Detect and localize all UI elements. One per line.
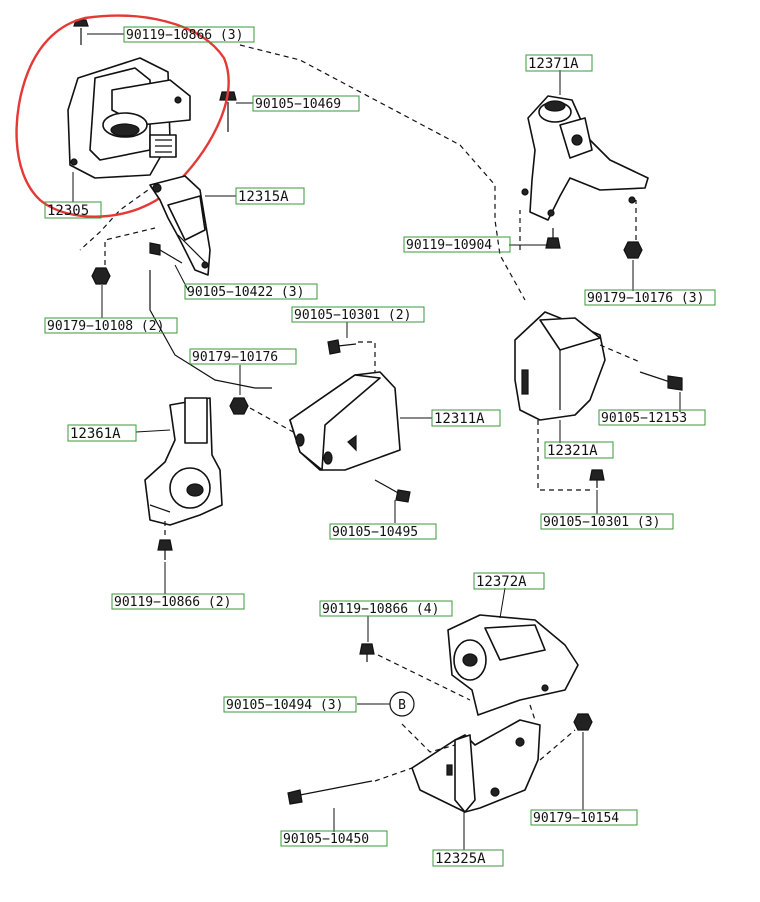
callout-labels: 90119−10866 (3) 90105−10469 12305 12315A… xyxy=(44,26,716,867)
dashed-assembly-lines xyxy=(104,200,641,782)
bracket-12315A xyxy=(149,175,211,276)
callout-90179-10176: 90179−10176 xyxy=(192,350,278,365)
guide-lines xyxy=(79,44,526,389)
callout-12321A: 12321A xyxy=(547,443,598,459)
highlight-circle xyxy=(15,14,230,218)
callout-90105-10301-2: 90105−10301 (2) xyxy=(294,308,411,323)
callout-90179-10176-3: 90179−10176 (3) xyxy=(587,291,704,306)
callout-12372A: 12372A xyxy=(476,574,527,590)
callout-90105-12153: 90105−12153 xyxy=(601,411,687,426)
bracket-12325A xyxy=(411,719,541,813)
reference-label-b: B xyxy=(398,698,406,713)
bolt-icon xyxy=(327,339,357,355)
callout-90105-10422-3: 90105−10422 (3) xyxy=(187,285,304,300)
bolt-icon xyxy=(545,228,561,249)
leader-lines xyxy=(72,33,681,850)
mount-12371A xyxy=(521,95,649,221)
bracket-12311A xyxy=(289,371,401,471)
bolt-icon xyxy=(589,469,605,488)
callout-90105-10469: 90105−10469 xyxy=(255,97,341,112)
callout-90105-10301-3: 90105−10301 (3) xyxy=(543,515,660,530)
callout-12361A: 12361A xyxy=(70,426,121,442)
mount-12372A xyxy=(447,614,579,716)
engine-mount-12305 xyxy=(67,57,191,179)
callout-90119-10866-2: 90119−10866 (2) xyxy=(114,595,231,610)
callout-90105-10495: 90105−10495 xyxy=(332,525,418,540)
callout-12305: 12305 xyxy=(47,203,89,219)
bolt-icon xyxy=(374,479,411,503)
callout-12371A: 12371A xyxy=(528,56,579,72)
guide-line-top xyxy=(239,44,526,301)
reference-circle-b xyxy=(389,691,415,717)
guide-line-curve xyxy=(149,270,256,389)
nut-icon xyxy=(623,241,643,259)
bracket-12321A xyxy=(514,311,606,421)
bolt-icon xyxy=(157,539,173,560)
bolt-icon xyxy=(73,19,89,45)
callout-12325A: 12325A xyxy=(435,851,486,867)
mount-12361A xyxy=(144,397,223,526)
bolt-icon xyxy=(639,371,683,391)
callout-12311A: 12311A xyxy=(434,411,485,427)
callout-90105-10494-3: 90105−10494 (3) xyxy=(226,698,343,713)
callout-90119-10866-3: 90119−10866 (3) xyxy=(126,28,243,43)
bolt-icon xyxy=(287,780,373,805)
callout-90119-10866-4: 90119−10866 (4) xyxy=(322,602,439,617)
callout-12315A: 12315A xyxy=(238,189,289,205)
callout-90179-10108-2: 90179−10108 (2) xyxy=(47,319,164,334)
nut-icon xyxy=(91,267,111,285)
nut-icon xyxy=(229,397,249,415)
nut-icon xyxy=(573,713,593,731)
callout-90105-10450: 90105−10450 xyxy=(283,832,369,847)
guide-line-left xyxy=(79,184,156,251)
callout-90179-10154: 90179−10154 xyxy=(533,811,619,826)
bolt-icon xyxy=(149,242,183,264)
callout-90119-10904: 90119−10904 xyxy=(406,238,492,253)
bolt-icon xyxy=(359,643,375,662)
